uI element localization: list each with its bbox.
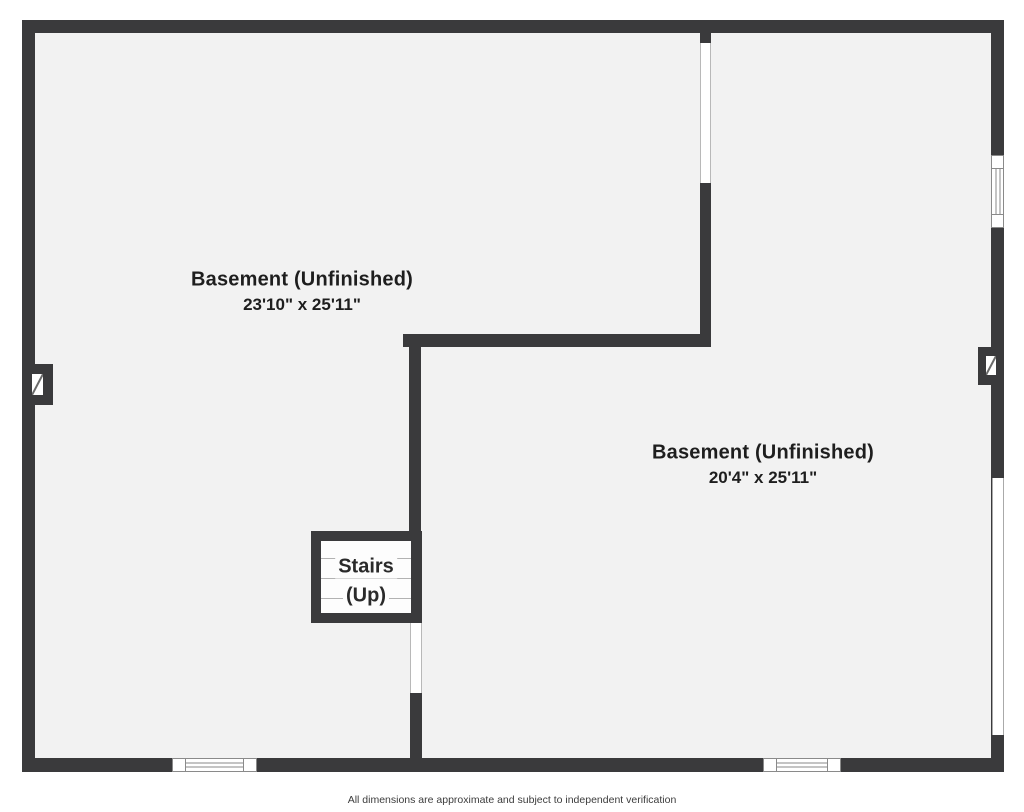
- room-label-right: Basement (Unfinished): [651, 441, 875, 464]
- window-pane-lines: [776, 762, 828, 768]
- partition-wall-vertical-mid: [409, 347, 421, 531]
- room-dims-left: 23'10" x 25'11": [243, 295, 361, 314]
- partition-wall-top-stub: [700, 33, 711, 43]
- outer-wall-top: [22, 20, 1004, 33]
- stairs-label-line2: (Up): [343, 584, 389, 608]
- door-opening-stairs: [410, 623, 422, 693]
- window-bottom-left: [172, 758, 257, 772]
- window-sash: [992, 156, 1003, 169]
- window-sash: [764, 759, 777, 771]
- disclaimer-text: All dimensions are approximate and subje…: [347, 794, 677, 806]
- window-right-long-opening: [992, 478, 1004, 735]
- window-box-left-glass: [32, 374, 43, 395]
- stairs-label-line1: Stairs: [335, 555, 397, 579]
- stair-tread-line: [321, 578, 411, 579]
- room-label-left: Basement (Unfinished): [190, 268, 414, 291]
- window-sash: [173, 759, 186, 771]
- partition-wall-vertical-upper: [700, 183, 711, 347]
- floor-area: [35, 33, 991, 758]
- window-sash: [827, 759, 840, 771]
- outer-wall-bottom: [22, 758, 1004, 772]
- window-sash: [992, 214, 1003, 227]
- window-sash: [243, 759, 256, 771]
- partition-wall-horizontal: [403, 334, 711, 347]
- window-diagonal-line: [32, 374, 43, 395]
- window-box-right-glass: [986, 356, 996, 375]
- window-bottom-right: [763, 758, 841, 772]
- window-pane-lines: [185, 762, 244, 768]
- window-right-upper: [991, 155, 1004, 228]
- door-opening-upper: [700, 43, 711, 183]
- window-pane-lines: [995, 168, 1000, 215]
- room-dims-right: 20'4" x 25'11": [708, 468, 818, 487]
- window-diagonal-line: [986, 356, 996, 375]
- partition-wall-vertical-lower: [410, 693, 422, 758]
